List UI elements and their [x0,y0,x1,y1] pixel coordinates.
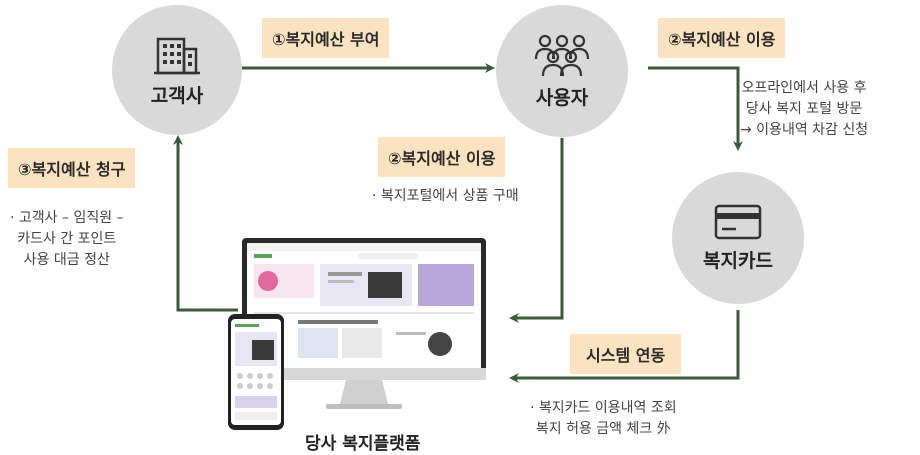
note-system: · 복지카드 이용내역 조회 복지 허용 금액 체크 外 [530,400,677,437]
arrow-user-to-card [648,66,743,151]
user-node: 사용자 [496,5,628,137]
building-icon [154,37,200,74]
card-node: 복지카드 [672,172,804,304]
platform-device-illustration [228,238,486,430]
arrow-card-to-platform [509,310,740,383]
note-offline: 오프라인에서 사용 후 당사 복지 포털 방문 → 이용내역 차감 신청 [740,80,869,138]
tag-use-portal: ②복지예산 이용 [378,137,506,177]
arrow-platform-to-client [173,135,238,312]
client-label: 고객사 [150,84,204,107]
credit-card-icon [714,204,762,239]
platform-label: 당사 복지플랫폼 [305,434,421,454]
tag-system: 시스템 연동 [570,334,682,374]
note-claim: · 고객사 – 임직원 – 카드사 간 포인트 사용 대금 정산 [10,210,124,268]
tag-use-offline: ②복지예산 이용 [658,18,786,58]
card-label: 복지카드 [703,249,773,272]
arrow-user-to-platform [509,138,564,323]
tag-claim: ③복지예산 청구 [8,148,136,188]
tag-grant: ①복지예산 부여 [262,18,390,58]
people-group-icon [534,34,590,76]
user-label: 사용자 [535,86,589,109]
client-node: 고객사 [112,5,242,135]
note-portal: · 복지포털에서 상품 구매 [372,188,519,204]
